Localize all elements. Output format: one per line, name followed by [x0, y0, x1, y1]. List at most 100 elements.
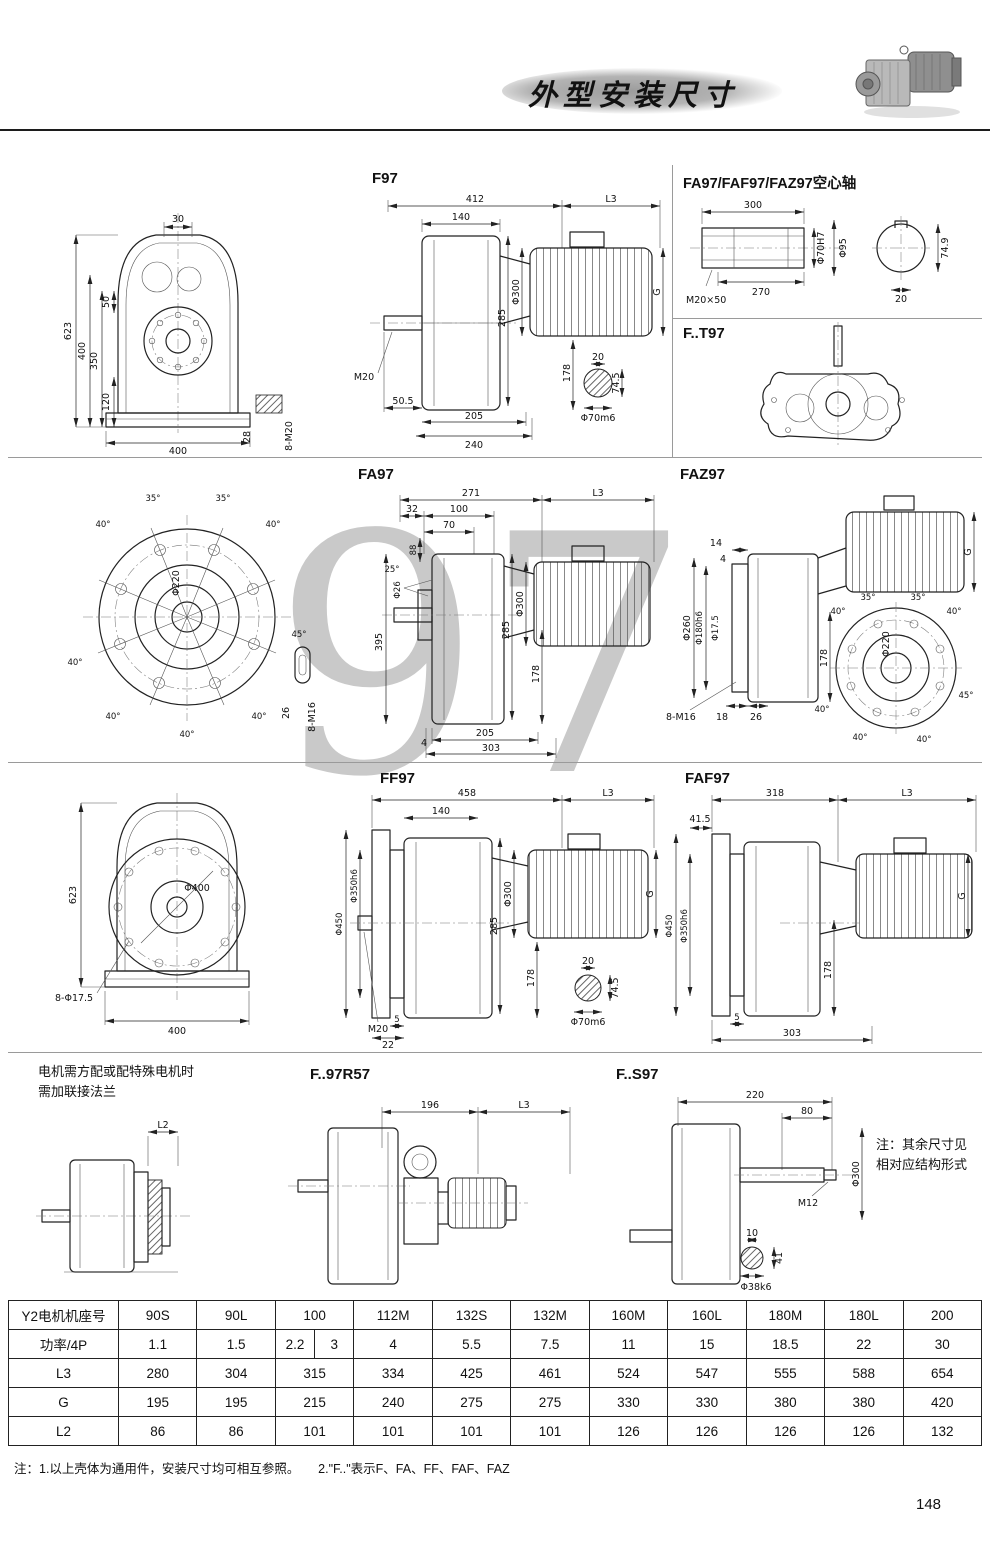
dim-label: Φ17.5 — [711, 615, 721, 641]
table-cell: 425 — [431, 1358, 512, 1388]
dim-label: Φ70m6 — [571, 1017, 606, 1028]
dim-label: 178 — [819, 649, 830, 667]
ff97-drawing: 458 L3 140 Φ450 Φ350h6 M20 5 22 285 Φ300… — [335, 788, 659, 1051]
f97-geometry — [370, 200, 666, 440]
fa97-drawing: 271 L3 32 100 70 88 25° Φ26 395 285 Φ300… — [374, 488, 655, 758]
section-divider — [672, 318, 982, 319]
table-cell: 160L — [667, 1300, 747, 1330]
angle-label: 45° — [291, 630, 306, 640]
dim-label: 100 — [450, 504, 468, 515]
faz97-geometry — [689, 495, 977, 734]
dim-label: L2 — [157, 1120, 168, 1131]
table-row-frame: Y2电机机座号 90S 90L 100 112M 132S 132M 160M … — [8, 1300, 983, 1330]
table-cell: 101 — [431, 1416, 512, 1446]
dim-label: G — [652, 288, 663, 295]
front-view-bottom-drawing: Φ400 8-Φ17.5 623 400 — [55, 793, 250, 1037]
dim-label: Φ300 — [503, 881, 514, 907]
dim-label: 271 — [462, 488, 480, 499]
table-cell: 330 — [588, 1387, 669, 1417]
dim-label: 18 — [716, 712, 728, 723]
table-cell: 126 — [824, 1416, 904, 1446]
dim-label: 26 — [750, 712, 762, 723]
angle-label: 40° — [916, 735, 931, 745]
table-cell: 86 — [196, 1416, 276, 1446]
angle-label: 40° — [814, 705, 829, 715]
dim-label: 41 — [774, 1252, 785, 1264]
hollow-shaft-drawing: 300 270 M20×50 Φ70H7 Φ95 74.9 20 — [686, 200, 951, 306]
faz97-title: FAZ97 — [680, 466, 726, 483]
dim-label: 400 — [77, 342, 88, 360]
table-cell: 200 — [902, 1300, 983, 1330]
table-cell: 180M — [745, 1300, 826, 1330]
dim-label: Φ260 — [682, 615, 693, 641]
table-cell: 112M — [353, 1300, 433, 1330]
dim-label: 285 — [489, 917, 500, 935]
fs97-geometry — [629, 1097, 865, 1285]
angle-label: 40° — [852, 733, 867, 743]
section-divider — [8, 457, 982, 458]
section-divider — [8, 1052, 982, 1053]
dim-label: 26 — [281, 707, 292, 719]
dim-label: 20 — [895, 294, 907, 305]
dim-label: 623 — [68, 886, 79, 904]
ft97-drawing — [760, 322, 905, 448]
angle-label: 40° — [946, 607, 961, 617]
dim-label: 41.5 — [689, 814, 710, 825]
dim-label: Φ300 — [511, 279, 522, 305]
page-number: 148 — [916, 1496, 942, 1513]
table-row-g: G 195 195 215 240 275 275 330 330 380 38… — [8, 1387, 983, 1417]
page-title: 外型安装尺寸 — [528, 80, 739, 112]
f97-title: F97 — [372, 170, 398, 187]
dim-label: L3 — [602, 788, 613, 799]
dim-label: 300 — [744, 200, 762, 211]
dim-label: 220 — [746, 1090, 764, 1101]
table-cell: 1.5 — [196, 1329, 276, 1359]
fs97-drawing: 220 80 Φ300 M12 10 41 Φ38k6 — [629, 1090, 865, 1293]
side-note-line2: 相对应结构形式 — [876, 1157, 968, 1172]
dim-label: 412 — [466, 194, 484, 205]
dim-label: 74.5 — [610, 977, 621, 998]
table-cell: 126 — [667, 1416, 747, 1446]
dim-label: Φ450 — [665, 915, 675, 938]
table-cell: 132M — [510, 1300, 590, 1330]
l2-geometry — [36, 1129, 190, 1273]
table-cell: 18.5 — [745, 1329, 826, 1359]
table-cell: 304 — [196, 1358, 276, 1388]
dim-label: 205 — [476, 728, 494, 739]
f97r57-title: F..97R57 — [310, 1066, 371, 1083]
angle-label: 40° — [105, 712, 120, 722]
dim-label: 350 — [89, 352, 100, 370]
front-view-top-drawing: 30 623 400 350 50 120 400 28 8-M20 — [63, 213, 295, 457]
dim-label: 8-M20 — [284, 421, 295, 451]
section-divider — [8, 762, 982, 763]
row-label: L3 — [8, 1358, 119, 1388]
table-cell: 195 — [196, 1387, 276, 1417]
dim-label: L3 — [518, 1100, 529, 1111]
dim-label: 88 — [409, 545, 419, 556]
table-cell: 180L — [824, 1300, 904, 1330]
front-view-top-geometry — [73, 213, 283, 447]
table-row-l2: L2 86 86 101 101 101 101 126 126 126 126… — [8, 1416, 983, 1446]
split-cell-right: 3 — [330, 1336, 339, 1352]
front-view-bottom-geometry — [78, 793, 250, 1025]
dim-label: Φ95 — [838, 238, 849, 258]
table-cell: 90L — [196, 1300, 276, 1330]
table-cell: 654 — [902, 1358, 983, 1388]
side-note-block: 注：其余尺寸见 相对应结构形式 — [876, 1135, 988, 1175]
table-cell: 126 — [588, 1416, 669, 1446]
table-cell: 1.1 — [117, 1329, 198, 1359]
hollow-shaft-title: FA97/FAF97/FAZ97空心轴 — [683, 176, 857, 192]
ft97-title: F..T97 — [683, 325, 725, 342]
dim-label: 400 — [168, 1026, 186, 1037]
dim-label: 303 — [482, 743, 500, 754]
angle-label: 40° — [265, 520, 280, 530]
table-cell: 461 — [510, 1358, 590, 1388]
dim-label: 5 — [394, 1015, 399, 1025]
table-cell: 420 — [902, 1387, 983, 1417]
footer-note: 注：1.以上壳体为通用件，安装尺寸均可相互参照。 2."F.."表示F、FA、F… — [14, 1462, 510, 1476]
dim-label: L3 — [592, 488, 603, 499]
motor-note-line1: 电机需方配或配特殊电机时 — [38, 1064, 195, 1079]
dimension-table: Y2电机机座号 90S 90L 100 112M 132S 132M 160M … — [8, 1300, 983, 1446]
table-cell: 15 — [667, 1329, 747, 1359]
